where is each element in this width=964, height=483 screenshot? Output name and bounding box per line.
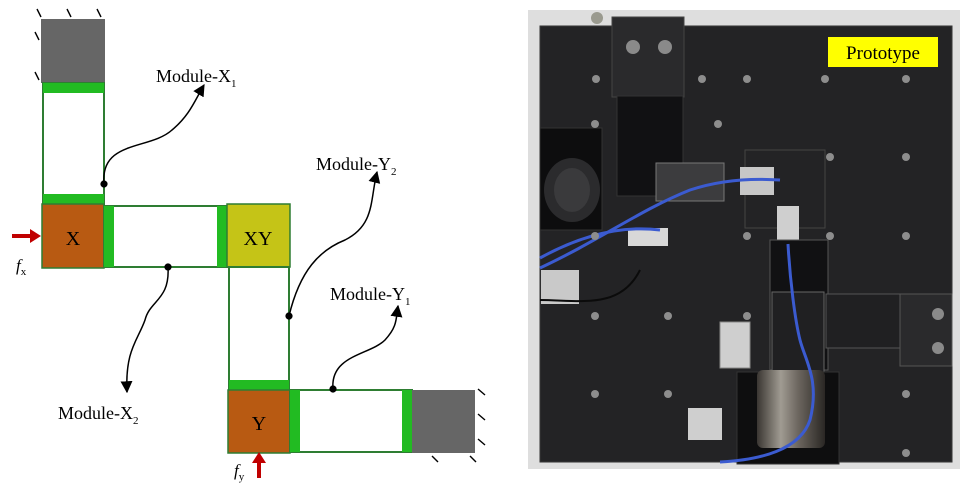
screw <box>626 40 640 54</box>
screw <box>658 40 672 54</box>
connector-clip <box>541 270 579 304</box>
force-x-arrow <box>12 229 41 243</box>
flexure-bar <box>43 83 104 93</box>
module-x2-frame <box>104 206 227 267</box>
leader-module-x1 <box>104 85 204 184</box>
top-pin <box>591 12 603 24</box>
ground-top <box>35 9 105 83</box>
actuator-cylinder <box>757 370 825 448</box>
sensor-probe <box>720 322 750 368</box>
force-x-label: fx <box>16 256 27 278</box>
schematic: X XY Y <box>12 9 485 483</box>
screw <box>932 308 944 320</box>
ground-right <box>412 389 485 462</box>
bottom-clamp <box>688 408 722 440</box>
flexure-bar <box>217 206 227 267</box>
ground-block-top <box>41 19 105 83</box>
block-y-label: Y <box>252 413 266 435</box>
label-module-x1: Module-X1 <box>156 66 237 90</box>
leader-module-y1 <box>333 306 398 389</box>
block-xy-label: XY <box>244 228 273 250</box>
top-arm <box>612 17 684 97</box>
force-y-label: fy <box>234 461 245 483</box>
flexure-bar <box>43 194 104 204</box>
prototype-badge-label: Prototype <box>846 43 920 64</box>
sensor-bracket <box>656 163 724 201</box>
prototype-photo: Prototype <box>528 10 960 469</box>
ground-block-right <box>412 390 475 453</box>
module-y2-frame <box>229 267 289 390</box>
module-x1-frame <box>43 83 104 204</box>
motor-face-inner <box>554 168 590 212</box>
right-arm-end <box>900 294 952 366</box>
sensor-chip <box>628 228 668 246</box>
label-module-x2: Module-X2 <box>58 403 139 427</box>
leader-module-x2 <box>127 267 168 392</box>
label-module-y1: Module-Y1 <box>330 284 411 308</box>
flexure-bar <box>402 390 412 452</box>
module-y1-frame <box>290 390 412 452</box>
flexure-bar <box>104 206 114 267</box>
block-x-label: X <box>66 228 81 250</box>
label-module-y2: Module-Y2 <box>316 154 397 178</box>
screw <box>932 342 944 354</box>
force-y-arrow <box>252 452 266 478</box>
flexure-bar <box>290 390 300 452</box>
flexure-bar <box>229 380 289 390</box>
